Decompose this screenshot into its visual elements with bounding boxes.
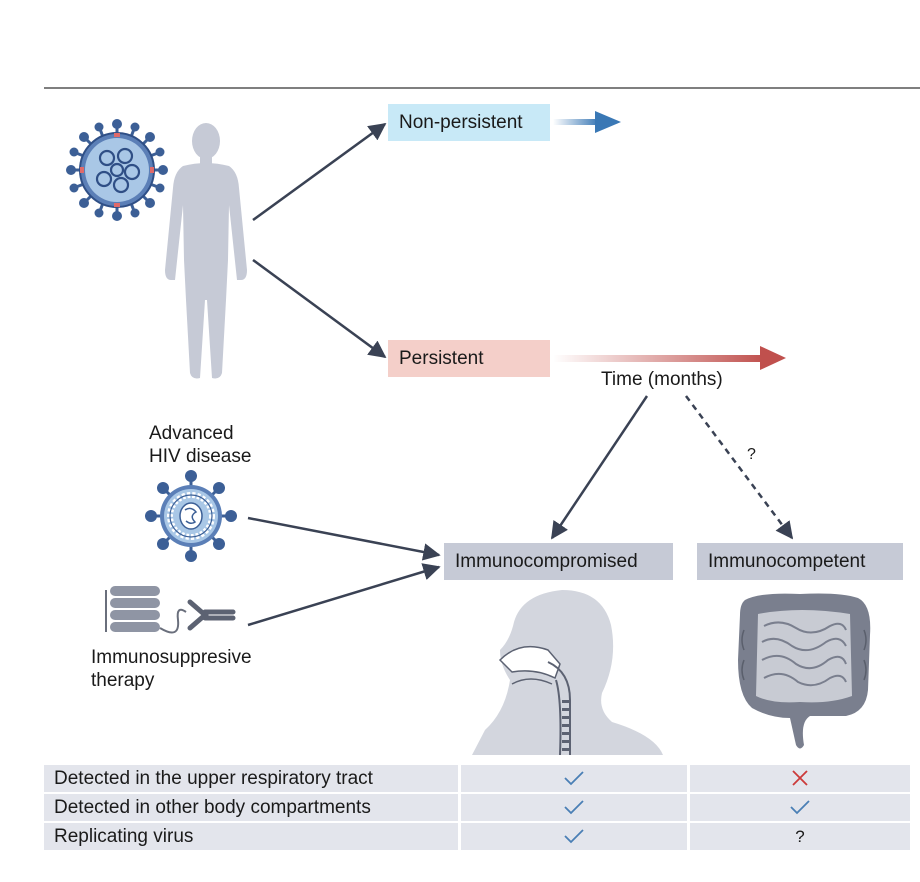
arrow-to-persistent — [252, 258, 387, 359]
check-icon — [564, 829, 584, 844]
immunocompetent-label: Immunocompetent — [708, 550, 866, 572]
column-gap — [458, 794, 461, 821]
therapy-label-line2: therapy — [91, 670, 155, 691]
antibody-icon — [187, 599, 236, 631]
human-silhouette-icon — [165, 123, 247, 379]
mark-cell — [690, 794, 910, 821]
column-gap — [687, 823, 690, 850]
arrow-hiv-to-immunocompromised — [247, 516, 441, 561]
persistent-label: Persistent — [399, 347, 484, 369]
mark-cell — [690, 765, 910, 792]
mark-cell — [461, 823, 687, 850]
persistent-box: Persistent — [388, 340, 550, 377]
head-airway-icon — [472, 590, 663, 756]
mark-cell — [461, 794, 687, 821]
dashed-arrow-to-immunocompetent — [684, 395, 794, 540]
column-gap — [458, 765, 461, 792]
intestine-icon — [738, 593, 871, 749]
hiv-label-line2: HIV disease — [149, 446, 252, 467]
coronavirus-icon — [66, 119, 168, 221]
immunocompetent-box: Immunocompetent — [697, 543, 903, 580]
mark-cell: ? — [690, 823, 910, 850]
protein-icon — [105, 586, 187, 634]
immunocompromised-label: Immunocompromised — [455, 550, 638, 572]
hiv-label-line1: Advanced — [149, 423, 234, 444]
arrow-to-non-persistent — [252, 122, 387, 222]
unknown-mark: ? — [795, 826, 805, 846]
feature-cell: Detected in the upper respiratory tract — [44, 765, 458, 792]
column-gap — [687, 794, 690, 821]
feature-cell: Detected in other body compartments — [44, 794, 458, 821]
therapy-label-line1: Immunosuppresive — [91, 647, 252, 668]
feature-cell: Replicating virus — [44, 823, 458, 850]
arrow-therapy-to-immunocompromised — [247, 563, 441, 627]
check-icon — [790, 800, 810, 815]
column-gap — [458, 823, 461, 850]
check-icon — [564, 800, 584, 815]
column-gap — [687, 765, 690, 792]
uncertain-path-label: ? — [747, 446, 756, 463]
check-icon — [564, 771, 584, 786]
arrow-to-immunocompromised — [550, 395, 649, 540]
table-row: Detected in the upper respiratory tract — [44, 765, 910, 792]
table-row: Replicating virus? — [44, 823, 910, 850]
hiv-virus-icon — [145, 470, 237, 562]
persistent-time-arrow — [553, 346, 786, 370]
non-persistent-box: Non-persistent — [388, 104, 550, 141]
mark-cell — [461, 765, 687, 792]
cross-icon — [792, 770, 808, 787]
table-row: Detected in other body compartments — [44, 794, 910, 821]
non-persistent-time-arrow — [553, 111, 621, 133]
immunocompromised-box: Immunocompromised — [444, 543, 673, 580]
time-axis-label: Time (months) — [601, 369, 723, 390]
non-persistent-label: Non-persistent — [399, 111, 523, 133]
